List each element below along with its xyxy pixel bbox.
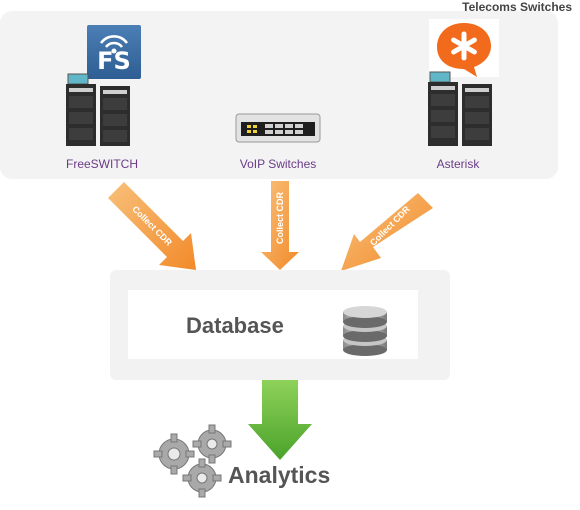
arrow-to-analytics [248,380,312,460]
arrow-middle [261,181,299,270]
wifi-arcs-icon [99,35,129,54]
asterisk-logo [429,19,499,77]
network-switch-icon [235,113,321,143]
arrow-right [341,193,433,271]
database-icon [343,306,387,356]
freeswitch-logo: FS [87,25,141,79]
source-label-voip-switches: VoIP Switches [239,157,317,171]
source-label-freeswitch: FreeSWITCH [66,157,138,171]
database-title: Database [186,313,284,338]
arrow-middle-label: Collect CDR [275,192,285,245]
server-rack-icon [428,71,492,146]
analytics-title: Analytics [228,462,331,488]
gears-icon [153,424,232,498]
panel-title: Telecoms Switches [462,0,572,14]
source-label-asterisk: Asterisk [436,157,480,171]
arrow-left [108,182,196,270]
freeswitch-logo-text: FS [97,47,131,75]
server-rack-icon [66,73,130,146]
